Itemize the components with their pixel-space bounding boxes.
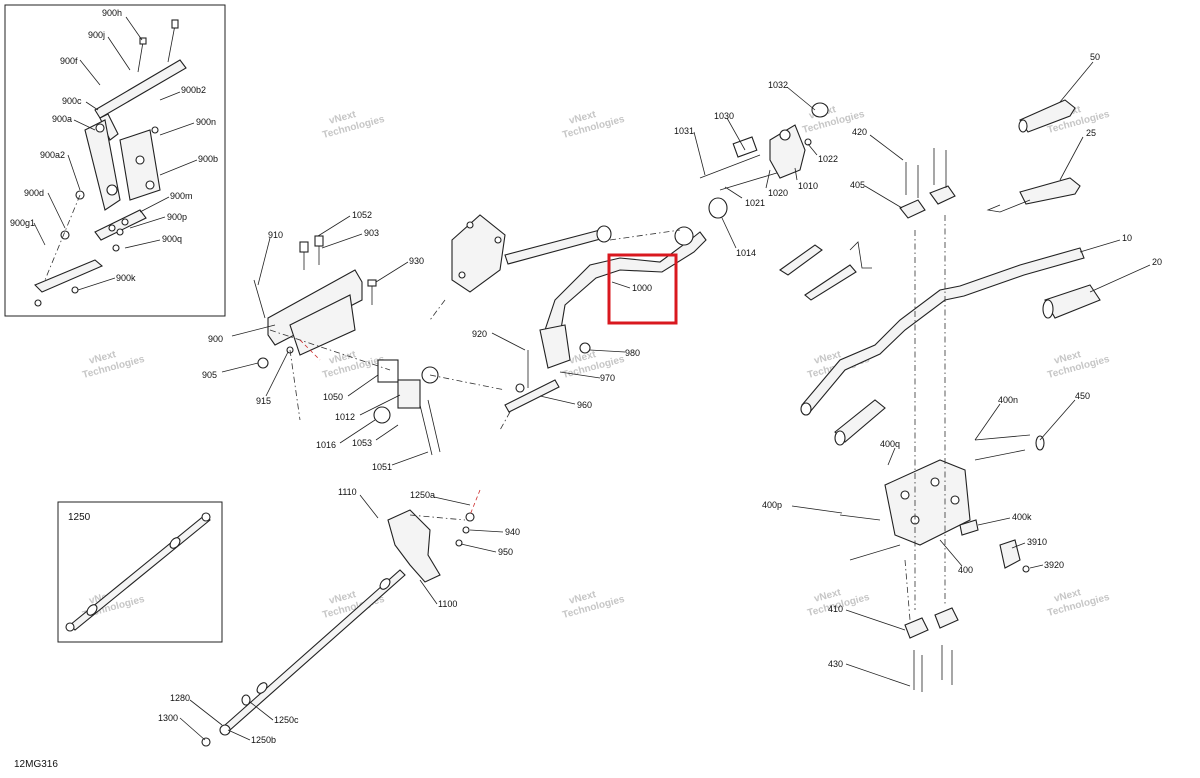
handlebar-group: 50 420 25 405 10 20 400n 450 400q 400p 4… bbox=[762, 52, 1162, 692]
label-1300: 1300 bbox=[158, 713, 178, 723]
riser-400 bbox=[884, 459, 971, 546]
link-rod-960 bbox=[504, 379, 560, 413]
label-903: 903 bbox=[364, 228, 379, 238]
inset-box-1250 bbox=[57, 501, 223, 643]
label-900g1: 900g1 bbox=[10, 218, 35, 228]
label-3920: 3920 bbox=[1044, 560, 1064, 570]
inset-1250-group: 1250 bbox=[57, 501, 223, 643]
highlight-box-1000 bbox=[607, 253, 678, 325]
label-900c: 900c bbox=[62, 96, 82, 106]
label-3910: 3910 bbox=[1027, 537, 1047, 547]
drawing-code: 12MG316 bbox=[14, 759, 58, 770]
label-430: 430 bbox=[828, 659, 843, 669]
label-900: 900 bbox=[208, 334, 223, 344]
label-905: 905 bbox=[202, 370, 217, 380]
shaft-1100-group: 1110 1250a 940 950 1100 1280 1300 1250c … bbox=[158, 487, 520, 747]
label-1250b: 1250b bbox=[251, 735, 276, 745]
label-1100: 1100 bbox=[438, 599, 457, 609]
label-900b: 900b bbox=[198, 154, 218, 164]
label-1020: 1020 bbox=[768, 188, 788, 198]
clamp-1012 bbox=[397, 379, 421, 409]
label-50: 50 bbox=[1090, 52, 1100, 62]
handlebar-10 bbox=[801, 247, 1085, 413]
label-1250c: 1250c bbox=[274, 715, 299, 725]
label-940: 940 bbox=[505, 527, 520, 537]
label-1021: 1021 bbox=[745, 198, 765, 208]
plate-900k bbox=[34, 259, 104, 293]
label-980: 980 bbox=[625, 348, 640, 358]
label-900a: 900a bbox=[52, 114, 72, 124]
label-1000: 1000 bbox=[632, 283, 652, 293]
label-1051: 1051 bbox=[372, 462, 392, 472]
bracket-900f bbox=[94, 59, 187, 119]
label-450: 450 bbox=[1075, 391, 1090, 401]
label-910: 910 bbox=[268, 230, 283, 240]
label-1010: 1010 bbox=[798, 181, 818, 191]
label-1280: 1280 bbox=[170, 693, 190, 703]
shaft-1100 bbox=[224, 569, 406, 731]
label-10: 10 bbox=[1122, 233, 1132, 243]
label-405: 405 bbox=[850, 180, 865, 190]
label-1250: 1250 bbox=[68, 512, 91, 523]
label-900m: 900m bbox=[170, 191, 193, 201]
label-900k: 900k bbox=[116, 273, 136, 283]
label-920: 920 bbox=[472, 329, 487, 339]
column-1000-group: 920 980 970 960 1031 1030 1032 1022 1010… bbox=[451, 80, 838, 431]
plate-1000-housing bbox=[451, 214, 506, 293]
label-400q: 400q bbox=[880, 439, 900, 449]
label-1012: 1012 bbox=[335, 412, 355, 422]
label-1014: 1014 bbox=[736, 248, 756, 258]
bracket-900-group: 910 1052 903 930 900 905 915 1050 1012 1… bbox=[202, 210, 506, 472]
label-400k: 400k bbox=[1012, 512, 1032, 522]
label-400n: 400n bbox=[998, 395, 1018, 405]
label-410: 410 bbox=[828, 604, 843, 614]
label-915: 915 bbox=[256, 396, 271, 406]
label-1032: 1032 bbox=[768, 80, 788, 90]
label-1022: 1022 bbox=[818, 154, 838, 164]
bushing-1050 bbox=[377, 359, 399, 383]
grip-20 bbox=[1044, 284, 1101, 319]
label-930: 930 bbox=[409, 256, 424, 266]
label-900d: 900d bbox=[24, 188, 44, 198]
label-400: 400 bbox=[958, 565, 973, 575]
label-1030: 1030 bbox=[714, 111, 734, 121]
label-420: 420 bbox=[852, 127, 867, 137]
label-400p: 400p bbox=[762, 500, 782, 510]
label-1110: 1110 bbox=[338, 487, 357, 497]
label-25: 25 bbox=[1086, 128, 1096, 138]
label-900p: 900p bbox=[167, 212, 187, 222]
label-900f: 900f bbox=[60, 56, 78, 66]
label-1250a: 1250a bbox=[410, 490, 435, 500]
label-1053: 1053 bbox=[352, 438, 372, 448]
label-950: 950 bbox=[498, 547, 513, 557]
sleeve-1030 bbox=[732, 136, 758, 158]
label-900a2: 900a2 bbox=[40, 150, 65, 160]
label-900j: 900j bbox=[88, 30, 105, 40]
housing-1100 bbox=[387, 509, 441, 583]
label-1016: 1016 bbox=[316, 440, 336, 450]
label-20: 20 bbox=[1152, 257, 1162, 267]
grip-50 bbox=[1019, 99, 1076, 133]
label-900b2: 900b2 bbox=[181, 85, 206, 95]
inset-box-900 bbox=[4, 4, 226, 317]
linkage-900b bbox=[119, 129, 161, 201]
label-1052: 1052 bbox=[352, 210, 372, 220]
label-1031: 1031 bbox=[674, 126, 694, 136]
clamp-405-left bbox=[899, 199, 926, 219]
label-960: 960 bbox=[577, 400, 592, 410]
label-900n: 900n bbox=[196, 117, 216, 127]
label-900h: 900h bbox=[102, 8, 122, 18]
plate-900m bbox=[94, 209, 147, 241]
label-900q: 900q bbox=[162, 234, 182, 244]
inset-900-group: 900h 900j 900f 900c 900a 900b2 900n 900a… bbox=[4, 4, 226, 317]
block-1010 bbox=[769, 124, 806, 179]
label-970: 970 bbox=[600, 373, 615, 383]
label-1050: 1050 bbox=[323, 392, 343, 402]
clamp-405-right bbox=[929, 185, 956, 205]
